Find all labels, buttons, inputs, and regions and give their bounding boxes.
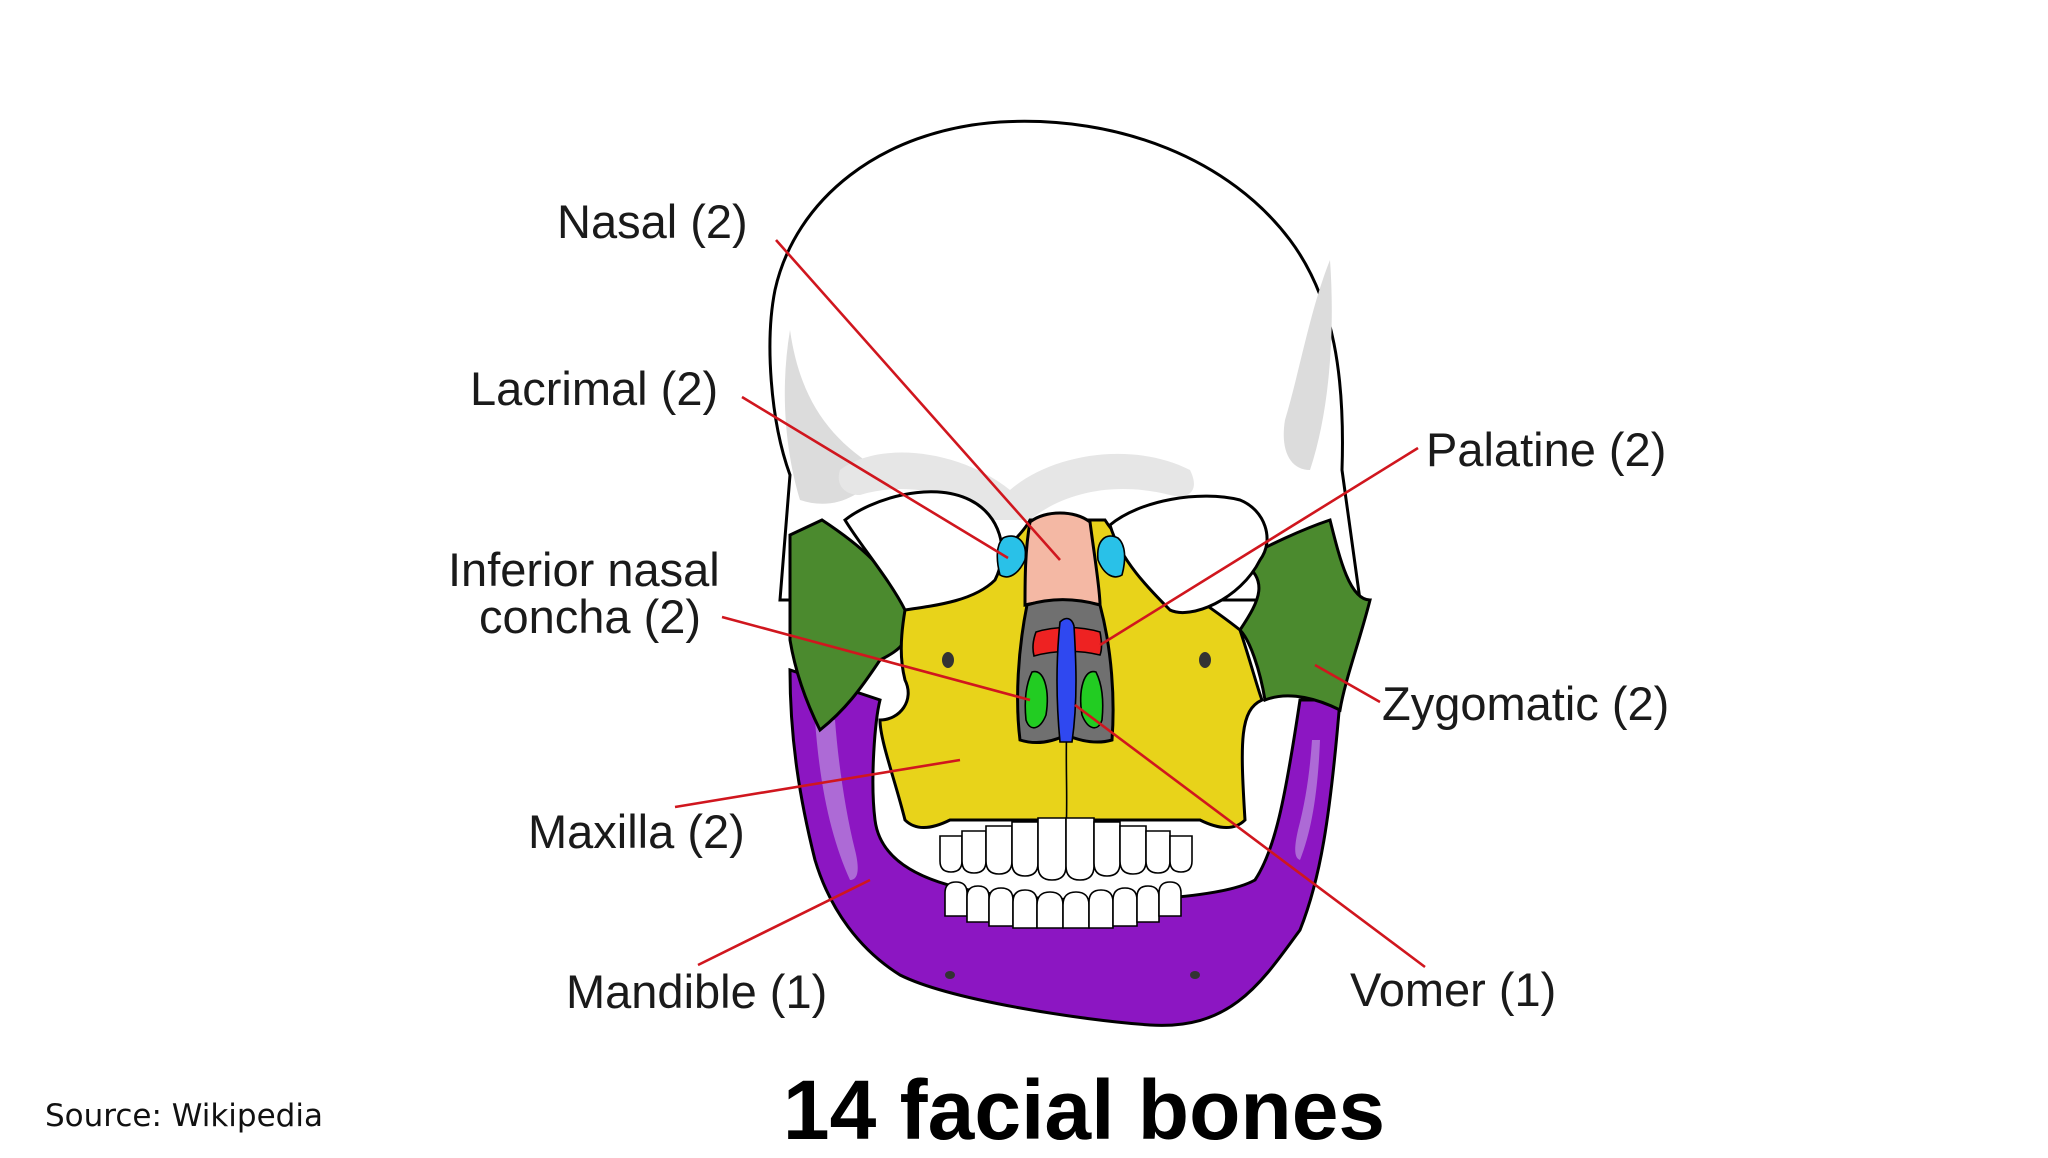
mental-foramen-left bbox=[945, 971, 955, 979]
leader-lines bbox=[674, 239, 1426, 969]
brow-shade bbox=[838, 452, 1194, 520]
leader-mandible bbox=[697, 878, 871, 967]
tooth-upper-8 bbox=[1119, 825, 1147, 875]
mandible bbox=[788, 667, 1342, 1027]
temple-shade-right bbox=[1283, 260, 1332, 470]
foramen-left bbox=[942, 652, 954, 668]
tooth-lower-8 bbox=[1112, 887, 1138, 927]
label-inferior-nasal-line1: Inferior nasal bbox=[448, 543, 720, 596]
vomer bbox=[1056, 617, 1077, 743]
label-inferior-nasal-line2: concha (2) bbox=[479, 590, 701, 643]
orbit-left bbox=[843, 490, 1004, 612]
teeth bbox=[939, 817, 1193, 929]
tooth-lower-1 bbox=[944, 881, 968, 917]
tooth-lower-7 bbox=[1088, 889, 1114, 929]
mandible-highlight-left bbox=[815, 720, 858, 880]
lacrimal-left bbox=[996, 535, 1027, 578]
foramen-right bbox=[1199, 652, 1211, 668]
lacrimal-right bbox=[1096, 535, 1126, 578]
leader-zygomatic bbox=[1314, 663, 1381, 704]
tooth-upper-1 bbox=[939, 835, 963, 873]
label-palatine: Palatine (2) bbox=[1426, 423, 1666, 476]
tooth-upper-4 bbox=[1011, 821, 1039, 877]
label-vomer: Vomer (1) bbox=[1350, 963, 1556, 1016]
leader-vomer bbox=[1074, 703, 1426, 969]
tooth-upper-5 bbox=[1037, 817, 1067, 881]
tooth-upper-6 bbox=[1065, 817, 1095, 881]
inferior-nasal-concha-left bbox=[1024, 670, 1048, 729]
mandible-highlight-right bbox=[1295, 740, 1320, 860]
tooth-upper-9 bbox=[1145, 830, 1171, 874]
leader-nasal bbox=[775, 239, 1061, 561]
label-mandible: Mandible (1) bbox=[566, 965, 827, 1018]
tooth-upper-3 bbox=[985, 825, 1013, 875]
nasal-bones bbox=[1023, 511, 1102, 607]
tooth-upper-10 bbox=[1169, 835, 1193, 873]
orbit-right bbox=[1108, 494, 1269, 615]
label-lacrimal: Lacrimal (2) bbox=[470, 362, 718, 415]
tooth-lower-3 bbox=[988, 887, 1014, 927]
temple-shade-left bbox=[784, 330, 880, 504]
tooth-lower-9 bbox=[1136, 885, 1160, 923]
tooth-lower-6 bbox=[1062, 891, 1090, 929]
tooth-upper-7 bbox=[1093, 821, 1121, 877]
inferior-nasal-concha-right bbox=[1080, 670, 1104, 729]
source-note: Source: Wikipedia bbox=[45, 1098, 323, 1134]
mental-foramen-right bbox=[1190, 971, 1200, 979]
leader-palatine bbox=[1099, 446, 1419, 647]
leader-maxilla bbox=[674, 758, 961, 809]
tooth-lower-10 bbox=[1158, 881, 1182, 917]
label-nasal: Nasal (2) bbox=[557, 195, 748, 248]
tooth-lower-2 bbox=[966, 885, 990, 923]
tooth-lower-5 bbox=[1036, 891, 1064, 929]
label-maxilla: Maxilla (2) bbox=[528, 805, 745, 858]
label-zygomatic: Zygomatic (2) bbox=[1382, 677, 1669, 730]
tooth-upper-2 bbox=[961, 830, 987, 874]
leader-lacrimal bbox=[741, 395, 1009, 560]
tooth-lower-4 bbox=[1012, 889, 1038, 929]
bone-labels: Nasal (2) Lacrimal (2) Palatine (2) Infe… bbox=[448, 195, 1669, 1018]
skull-illustration bbox=[768, 119, 1372, 1027]
leader-inferior-nasal-concha bbox=[721, 615, 1031, 702]
slide-title: 14 facial bones bbox=[782, 1063, 1386, 1157]
